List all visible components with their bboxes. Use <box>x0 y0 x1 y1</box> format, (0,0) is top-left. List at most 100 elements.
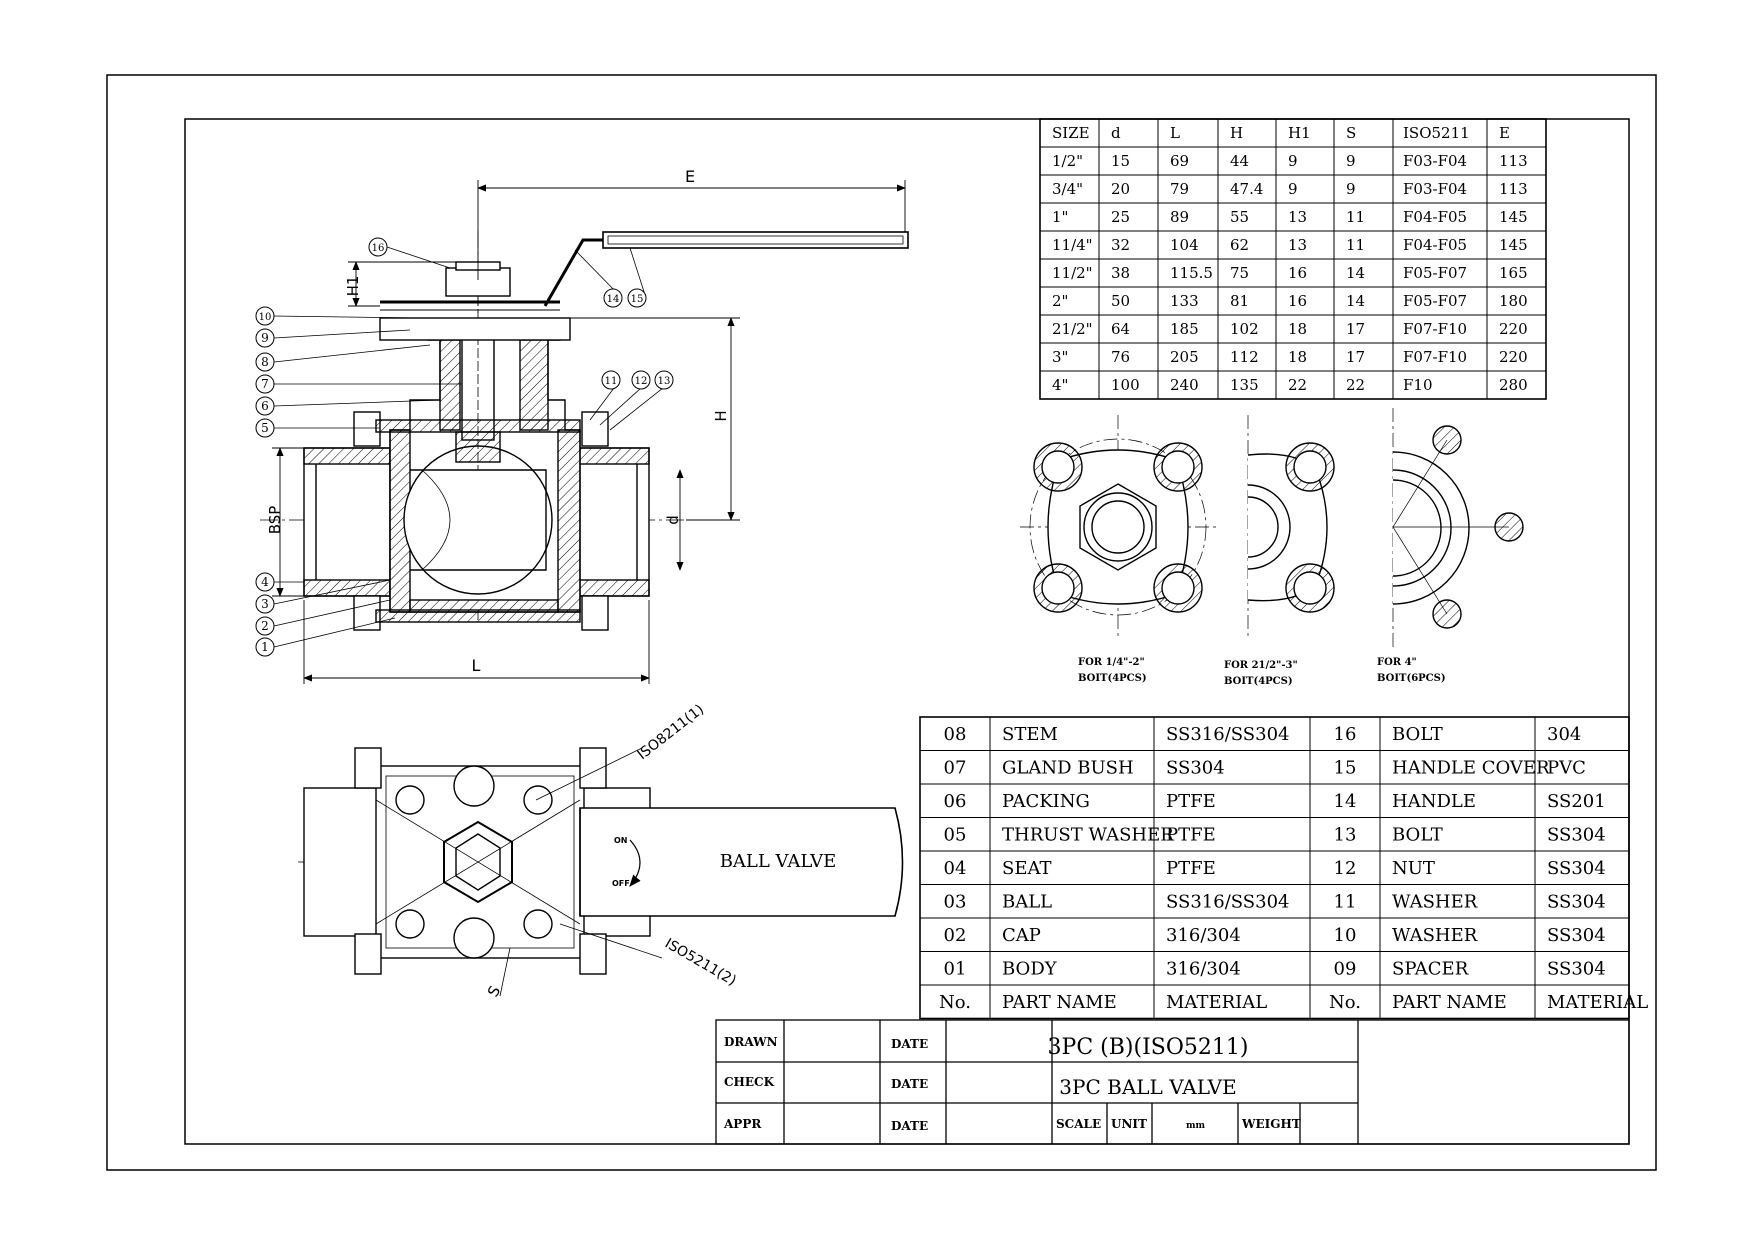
parts-table-cell: SS201 <box>1547 791 1606 812</box>
parts-table-header: MATERIAL <box>1166 992 1267 1013</box>
parts-table-cell: PTFE <box>1166 791 1216 812</box>
size-table-cell: 64 <box>1111 320 1130 338</box>
parts-table-cell: SS304 <box>1547 892 1606 913</box>
weight-label: WEIGHT <box>1241 1117 1301 1131</box>
parts-table-cell: 08 <box>944 724 967 745</box>
dim-H1: H1 <box>344 276 362 297</box>
callout-marker <box>255 374 275 394</box>
parts-table-cell: 11 <box>1334 892 1357 913</box>
size-table-cell: 115.5 <box>1170 264 1213 282</box>
size-table-header: d <box>1111 124 1121 142</box>
size-table-cell: 102 <box>1230 320 1259 338</box>
parts-table-cell: SPACER <box>1392 959 1469 980</box>
parts-table-cell: SEAT <box>1002 858 1052 879</box>
callout-number: 13 <box>658 376 671 387</box>
size-table-cell: 9 <box>1346 180 1356 198</box>
size-table-cell: F05-F07 <box>1403 292 1467 310</box>
appr-label: APPR <box>723 1117 762 1131</box>
dim-L: L <box>472 656 481 675</box>
callout-number: 14 <box>607 294 620 305</box>
size-table-cell: 165 <box>1499 264 1528 282</box>
dim-H: H <box>712 410 730 421</box>
flange-notes: FOR 1/4"-2" BOIT(4PCS) FOR 21/2"-3" BOIT… <box>1078 657 1446 687</box>
parts-table-cell: 02 <box>944 925 967 946</box>
size-table-cell: 14 <box>1346 264 1365 282</box>
size-table-cell: 11 <box>1346 208 1365 226</box>
parts-table-cell: 05 <box>944 825 967 846</box>
size-table-cell: 11 <box>1346 236 1365 254</box>
size-table-cell: 2" <box>1052 292 1068 310</box>
size-table-cell: 18 <box>1288 348 1307 366</box>
callout-number: 4 <box>261 575 269 589</box>
size-table-cell: 47.4 <box>1230 180 1263 198</box>
parts-table-cell: SS304 <box>1547 925 1606 946</box>
dimension-text: E H1 H d BSP L <box>266 167 730 675</box>
size-table-cell: 11/4" <box>1052 236 1093 254</box>
dim-S: S <box>484 983 504 1000</box>
callout-marker <box>654 370 674 390</box>
callout-marker <box>255 396 275 416</box>
parts-table-cell: SS316/SS304 <box>1166 724 1289 745</box>
parts-table-cell: PTFE <box>1166 825 1216 846</box>
size-table-cell: 4" <box>1052 376 1068 394</box>
parts-table-cell: 14 <box>1334 791 1357 812</box>
size-table-cell: 11/2" <box>1052 264 1093 282</box>
size-table-cell: 25 <box>1111 208 1130 226</box>
flange-note-3-line1: FOR 4" <box>1377 657 1417 668</box>
callout-marker <box>368 237 388 257</box>
unit-value: mm <box>1186 1121 1206 1131</box>
size-table-header: S <box>1346 124 1356 142</box>
parts-table-cell: PVC <box>1547 758 1586 779</box>
size-table-cell: 220 <box>1499 348 1528 366</box>
callout-number: 8 <box>261 355 269 369</box>
callout-marker <box>255 572 275 592</box>
size-table-cell: 17 <box>1346 320 1365 338</box>
size-table-cell: 13 <box>1288 236 1307 254</box>
size-table-cell: 44 <box>1230 152 1249 170</box>
callout-number: 6 <box>261 399 269 413</box>
parts-table-header: No. <box>1329 992 1361 1013</box>
callout-number: 3 <box>261 597 269 611</box>
date-label-3: DATE <box>891 1119 928 1133</box>
size-table-cell: 240 <box>1170 376 1199 394</box>
parts-table-cell: 13 <box>1334 825 1357 846</box>
dimension-lines <box>272 180 906 684</box>
size-table-header: L <box>1170 124 1180 142</box>
parts-table-cell: BOLT <box>1392 825 1443 846</box>
size-table-cell: 13 <box>1288 208 1307 226</box>
dim-d: d <box>664 515 682 525</box>
size-table-cell: 32 <box>1111 236 1130 254</box>
size-table-cell: 76 <box>1111 348 1130 366</box>
callout-number: 15 <box>631 294 644 305</box>
parts-table-cell: 09 <box>1334 959 1357 980</box>
flange-note-2-line2: BOIT(4PCS) <box>1224 676 1293 687</box>
callout-number: 10 <box>259 312 272 323</box>
callout-number: 7 <box>261 377 269 391</box>
size-table-cell: 69 <box>1170 152 1189 170</box>
size-table-cell: 22 <box>1288 376 1307 394</box>
iso8211-label: ISO8211(1) <box>635 702 707 764</box>
drawing-title-1: 3PC (B)(ISO5211) <box>1048 1035 1249 1060</box>
size-table-cell: 1/2" <box>1052 152 1083 170</box>
parts-table-cell: BOLT <box>1392 724 1443 745</box>
parts-table-cell: 01 <box>944 959 967 980</box>
dim-E: E <box>685 167 695 186</box>
callout-number: 11 <box>605 376 618 387</box>
parts-table-cell: PTFE <box>1166 858 1216 879</box>
callout-marker <box>255 594 275 614</box>
flange-note-1-line1: FOR 1/4"-2" <box>1078 657 1145 668</box>
parts-table-cell: WASHER <box>1392 925 1478 946</box>
title-block-text: DRAWN CHECK APPR DATE DATE DATE 3PC (B)(… <box>723 1035 1301 1133</box>
parts-table-cell: SS304 <box>1547 825 1606 846</box>
dim-BSP: BSP <box>266 506 284 535</box>
size-table-cell: 22 <box>1346 376 1365 394</box>
outer-frame <box>106 74 1657 1171</box>
size-table-cell: 9 <box>1346 152 1356 170</box>
parts-table-header: No. <box>939 992 971 1013</box>
size-table-cell: 3" <box>1052 348 1068 366</box>
size-table-cell: 81 <box>1230 292 1249 310</box>
size-table-cell: 112 <box>1230 348 1259 366</box>
size-table-cell: F07-F10 <box>1403 348 1467 366</box>
